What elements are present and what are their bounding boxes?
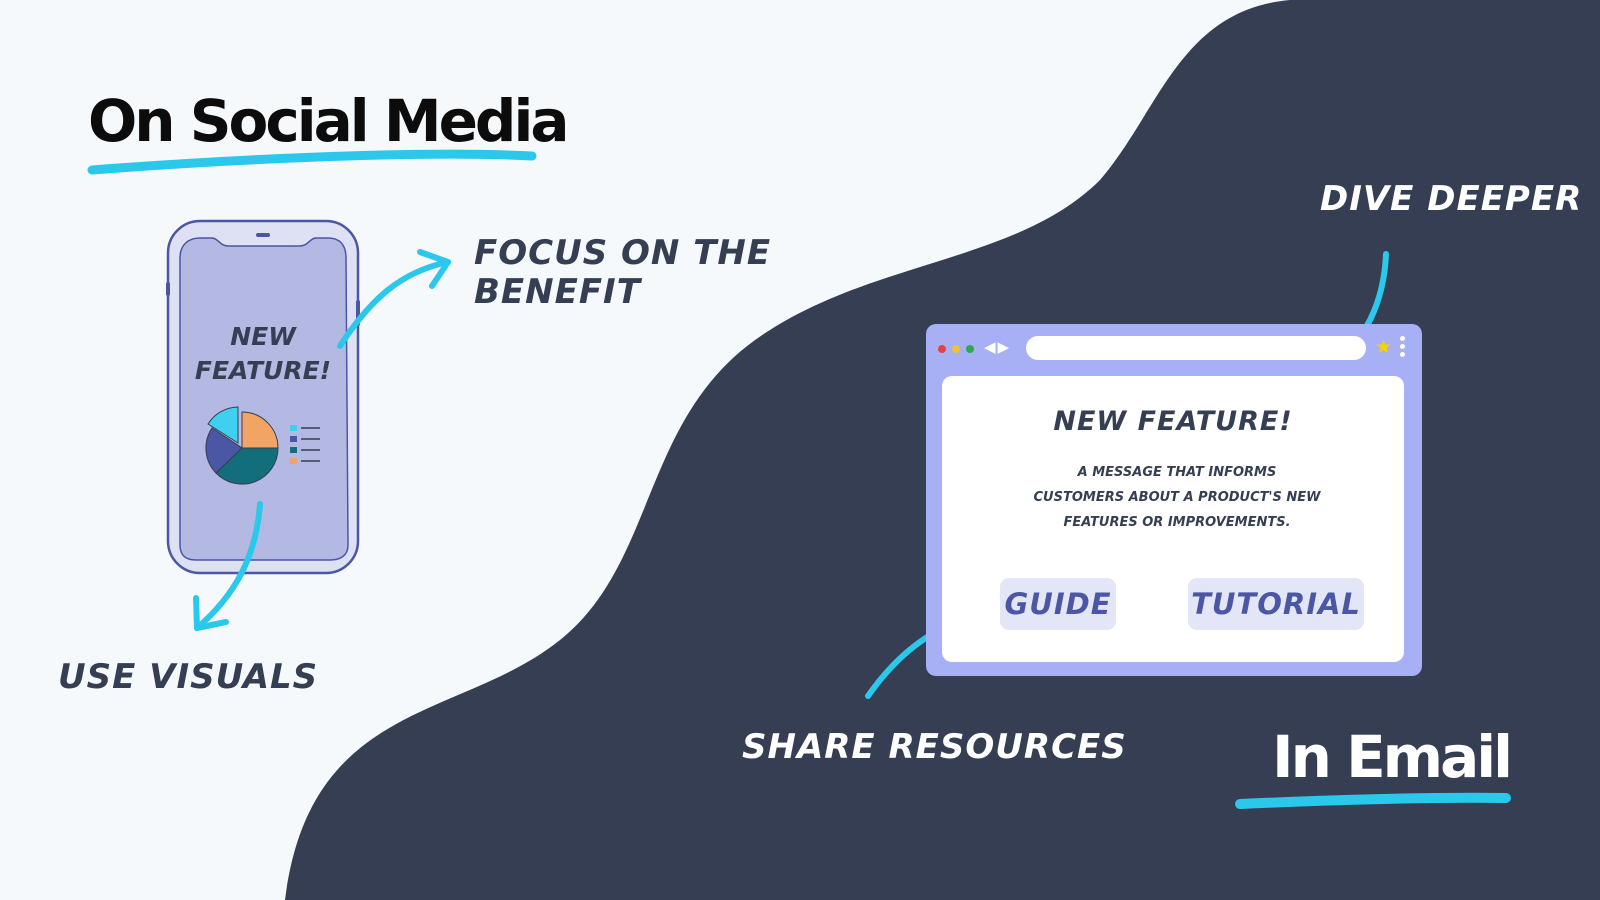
email-title: In Email (1272, 723, 1513, 791)
phone-screen-text: NEW FEATURE! (194, 322, 332, 385)
guide-button[interactable]: GUIDE (1000, 578, 1116, 630)
browser-body-text: A MESSAGE THAT INFORMS CUSTOMERS ABOUT A… (1033, 465, 1321, 530)
focus-on-benefit-note: FOCUS ON THE BENEFIT (474, 233, 772, 313)
address-bar (1026, 336, 1366, 360)
close-dot-icon (938, 345, 946, 353)
social-media-title: On Social Media (88, 87, 569, 155)
minimize-dot-icon (952, 345, 960, 353)
browser-window: ◀▶ ★ NEW FEATURE! A MESSAGE THAT INFORMS… (926, 324, 1422, 676)
arrow-to-focus-icon (337, 249, 451, 349)
use-visuals-note: USE VISUALS (58, 657, 319, 697)
email-title-underline (1235, 792, 1511, 809)
arrow-to-visuals-icon (193, 501, 263, 631)
back-forward-icon: ◀▶ (984, 338, 1012, 356)
social-title-underline (87, 149, 537, 175)
dive-deeper-note: DIVE DEEPER (1320, 179, 1583, 219)
star-icon: ★ (1375, 336, 1393, 358)
maximize-dot-icon (966, 345, 974, 353)
tutorial-button[interactable]: TUTORIAL (1188, 578, 1364, 630)
menu-dots-icon (1400, 336, 1406, 360)
phone-illustration (166, 219, 360, 575)
legend-list-icon (290, 425, 320, 464)
browser-page: NEW FEATURE! A MESSAGE THAT INFORMS CUST… (942, 376, 1404, 662)
share-resources-note: SHARE RESOURCES (742, 727, 1127, 767)
pie-chart-icon (205, 406, 279, 485)
browser-heading: NEW FEATURE! (1053, 406, 1293, 437)
